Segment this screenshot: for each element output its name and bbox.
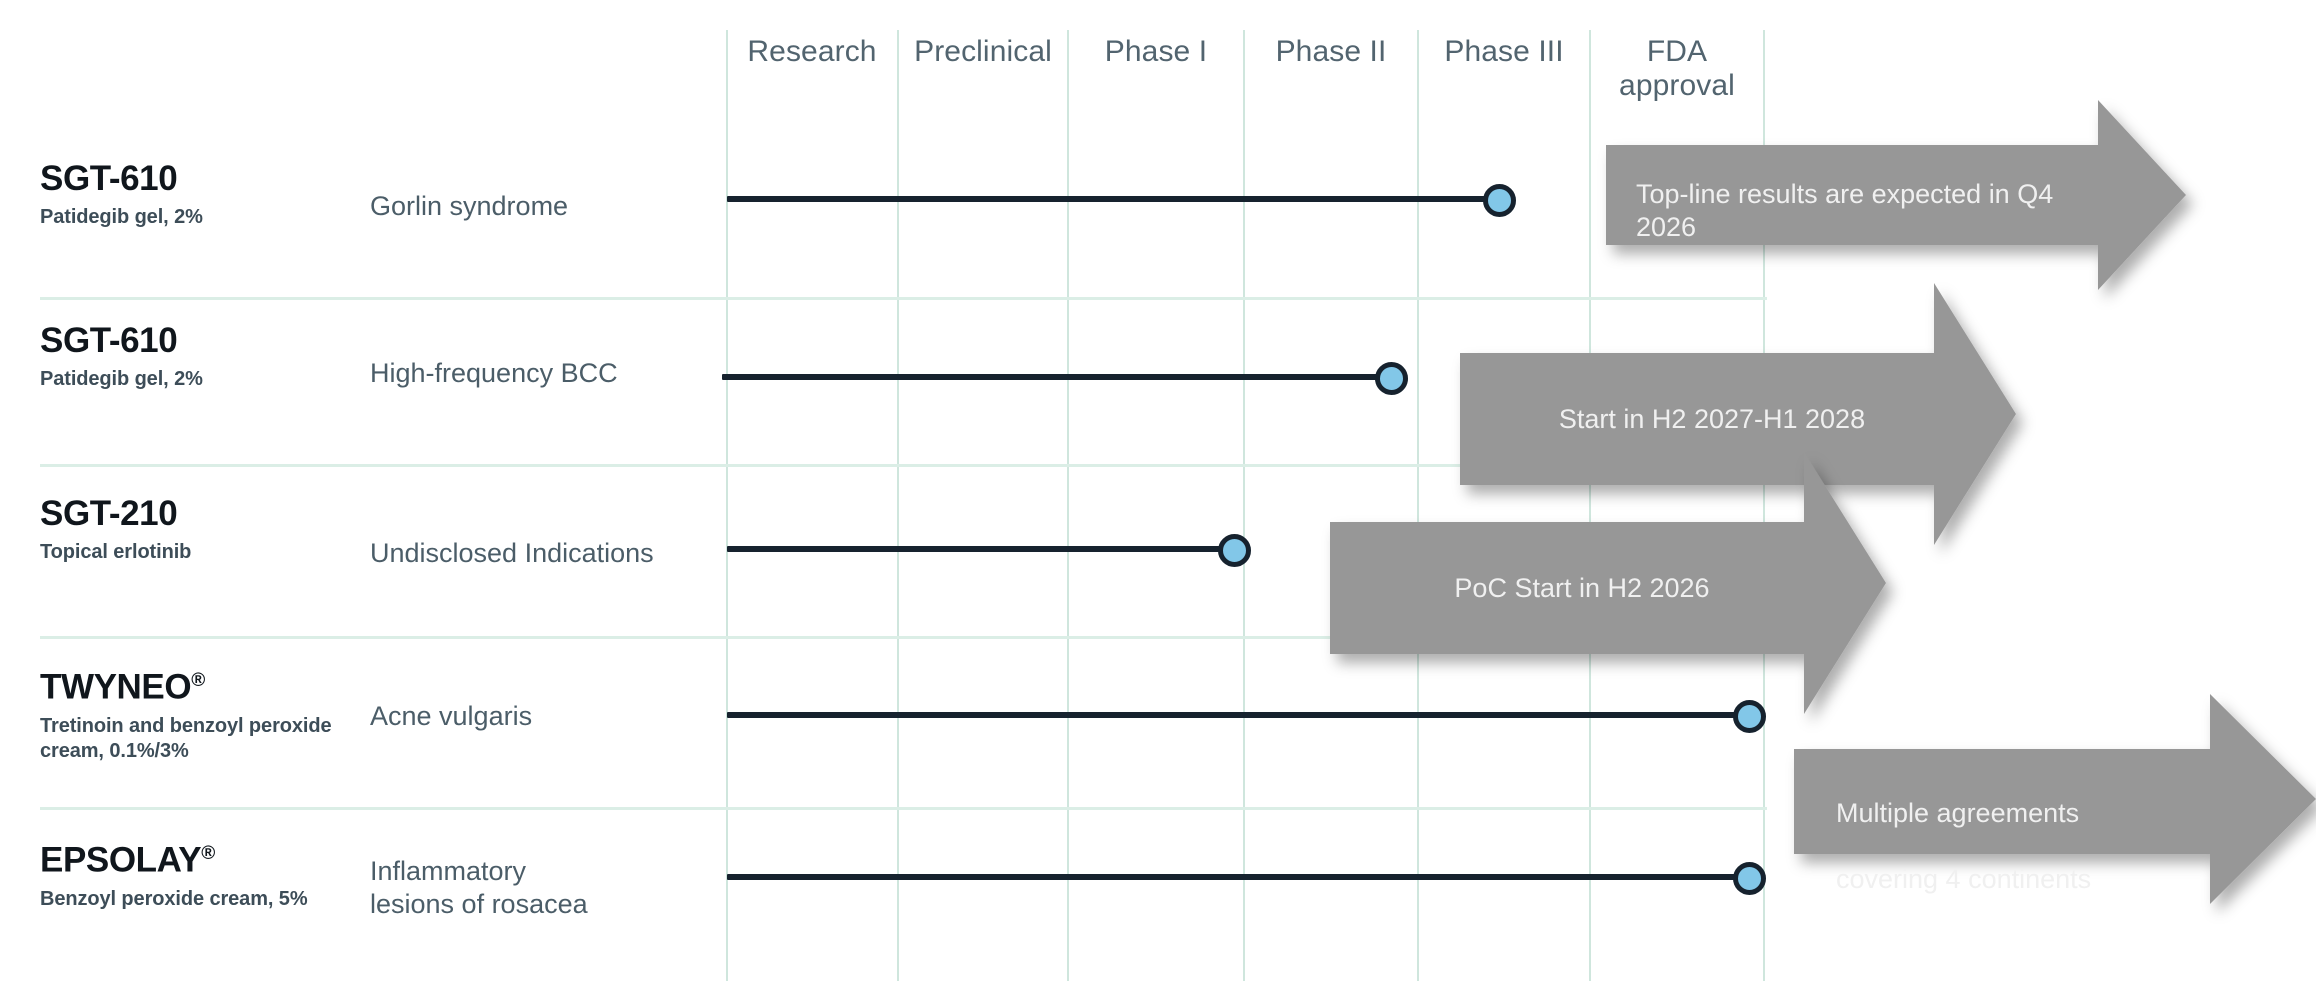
row-divider-1 [40,297,1767,300]
product-name-row-4: TWYNEO® [40,662,370,707]
stage-marker-row-2 [1375,362,1408,395]
column-header-preclinical: Preclinical [914,35,1052,68]
callout-arrow-4-label: Multiple agreements covering 4 continent… [1836,764,2206,896]
callout-arrow-1: Top-line results are expected in Q4 2026 [1606,100,2186,290]
indication-row-1: Gorlin syndrome [370,191,569,221]
grid-line-v5 [1589,30,1591,981]
row-divider-4 [40,807,1767,810]
column-header-phase-1: Phase I [1104,35,1208,68]
row-divider-2 [40,464,1767,467]
callout-arrow-4-line1: Multiple agreements [1836,798,2080,828]
product-subtitle-line1-row-4: Tretinoin and benzoyl peroxide [40,714,332,737]
product-name-row-2: SGT-610 [40,321,178,360]
callout-arrow-1-label: Top-line results are expected in Q4 2026 [1636,179,2054,242]
indication-row-4: Acne vulgaris [370,701,533,731]
product-subtitle-row-4: Tretinoin and benzoyl peroxide cream, 0.… [40,714,370,764]
callout-arrow-2-shape [1460,283,2016,545]
grid-line-v4 [1417,30,1419,981]
indication-row-5: Inflammatory lesions of rosacea [370,855,700,921]
product-subtitle-row-2: Patidegib gel, 2% [40,368,203,390]
column-header-research: Research [747,35,877,68]
progress-bar-row-3 [727,546,1227,552]
product-subtitle-row-3: Topical erlotinib [40,541,192,563]
callout-arrow-1-shape [1606,100,2186,290]
indication-row-2: High-frequency BCC [370,358,618,388]
product-subtitle-row-1: Patidegib gel, 2% [40,206,203,228]
product-name-row-1: SGT-610 [40,159,178,198]
row-divider-3 [40,636,1767,639]
stage-marker-row-1 [1483,184,1516,217]
callout-arrow-3-shape [1330,452,1886,714]
grid-line-v2 [1067,30,1069,981]
product-subtitle-row-5: Benzoyl peroxide cream, 5% [40,887,308,910]
registered-trademark-icon-row-5: ® [201,843,215,864]
product-block-row-2: SGT-610 Patidegib gel, 2% [40,322,400,392]
product-name-row-5: EPSOLAY® [40,835,400,880]
progress-bar-row-5 [727,874,1749,880]
grid-line-v3 [1243,30,1245,981]
column-header-fda-line2: approval [1619,69,1735,102]
product-name-text-row-4: TWYNEO [40,667,192,707]
grid-line-v1 [897,30,899,981]
grid-line-v6 [1763,30,1765,981]
registered-trademark-icon-row-4: ® [191,670,205,691]
product-name-row-3: SGT-210 [40,494,178,533]
product-subtitle-line2-row-4: cream, 0.1%/3% [40,739,189,762]
stage-marker-row-3 [1218,534,1251,567]
callout-arrow-4: Multiple agreements covering 4 continent… [1794,694,2316,904]
callout-arrow-3: PoC Start in H2 2026 [1330,452,1886,714]
indication-line1-row-5: Inflammatory [370,856,527,886]
product-block-row-1: SGT-610 Patidegib gel, 2% [40,160,400,230]
column-header-phase-2: Phase II [1275,35,1387,68]
product-block-row-4: TWYNEO® Tretinoin and benzoyl peroxide c… [40,662,370,764]
callout-arrow-2: Start in H2 2027-H1 2028 [1460,283,2016,545]
callout-arrow-2-label: Start in H2 2027-H1 2028 [1558,404,1866,434]
product-name-text-row-5: EPSOLAY [40,840,202,880]
column-header-fda-line1: FDA [1646,35,1708,68]
grid-line-v0 [726,30,728,981]
callout-arrow-4-shape [1794,694,2316,904]
column-header-fda-approval: FDA approval [1590,35,1764,103]
progress-bar-row-4 [727,712,1749,718]
indication-row-3: Undisclosed Indications [370,538,654,568]
callout-arrow-3-label: PoC Start in H2 2026 [1454,573,1710,603]
progress-bar-row-1 [727,196,1502,202]
product-block-row-5: EPSOLAY® Benzoyl peroxide cream, 5% [40,835,400,912]
stage-marker-row-5 [1733,862,1766,895]
progress-bar-row-2 [722,374,1393,380]
column-header-phase-3: Phase III [1444,35,1564,68]
callout-arrow-4-line2: covering 4 continents [1836,864,2092,894]
stage-marker-row-4 [1733,700,1766,733]
product-block-row-3: SGT-210 Topical erlotinib [40,495,400,565]
indication-line2-row-5: lesions of rosacea [370,889,588,919]
